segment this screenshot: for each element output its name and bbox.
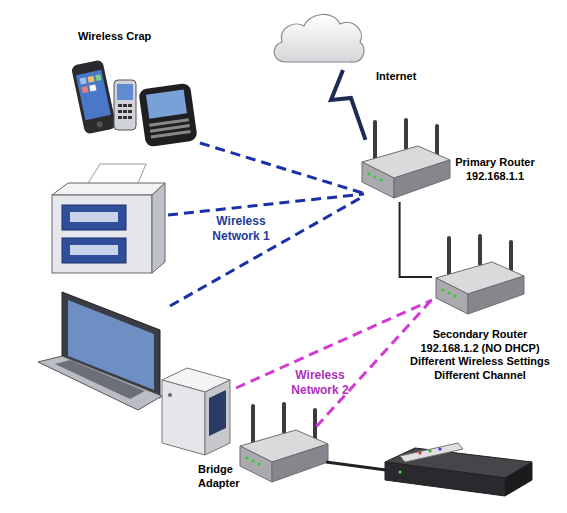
node-label: Secondary Router 192.168.1.2 (NO DHCP) D… xyxy=(406,328,554,382)
blackberry-icon xyxy=(138,83,198,148)
cable-link xyxy=(400,202,432,277)
smartphone-icon xyxy=(71,59,117,134)
node-label: Bridge Adapter xyxy=(198,463,244,490)
bridge-icon xyxy=(240,402,328,482)
node-label: Internet xyxy=(376,70,436,84)
router-icon xyxy=(436,234,524,314)
bridge-node: Bridge Adapter xyxy=(238,400,336,495)
set-top-box-icon xyxy=(385,443,532,496)
wireless-link xyxy=(170,196,364,306)
wireless-link xyxy=(200,143,365,194)
router-icon xyxy=(362,118,450,198)
printer-icon xyxy=(52,164,165,273)
network-label: Wireless Network 2 xyxy=(275,368,365,398)
router-node: Primary Router 192.168.1.1 xyxy=(360,118,452,202)
node-label: Wireless Crap xyxy=(78,30,193,44)
cloud-outline xyxy=(268,8,368,70)
laptop-icon xyxy=(38,292,162,410)
lightning-link xyxy=(331,70,366,140)
network-label: Wireless Network 1 xyxy=(196,214,286,244)
media-device-icon xyxy=(162,368,230,455)
wireless-link xyxy=(168,194,364,215)
device-group: Wireless Crap xyxy=(70,28,200,143)
cloud-node: Internet xyxy=(268,8,368,70)
cable-wire xyxy=(326,462,386,470)
cellphone-icon xyxy=(114,80,136,130)
cloud-shape xyxy=(274,14,364,62)
router-node: Secondary Router 192.168.1.2 (NO DHCP) D… xyxy=(432,232,527,322)
node-label: Primary Router 192.168.1.1 xyxy=(450,156,540,183)
